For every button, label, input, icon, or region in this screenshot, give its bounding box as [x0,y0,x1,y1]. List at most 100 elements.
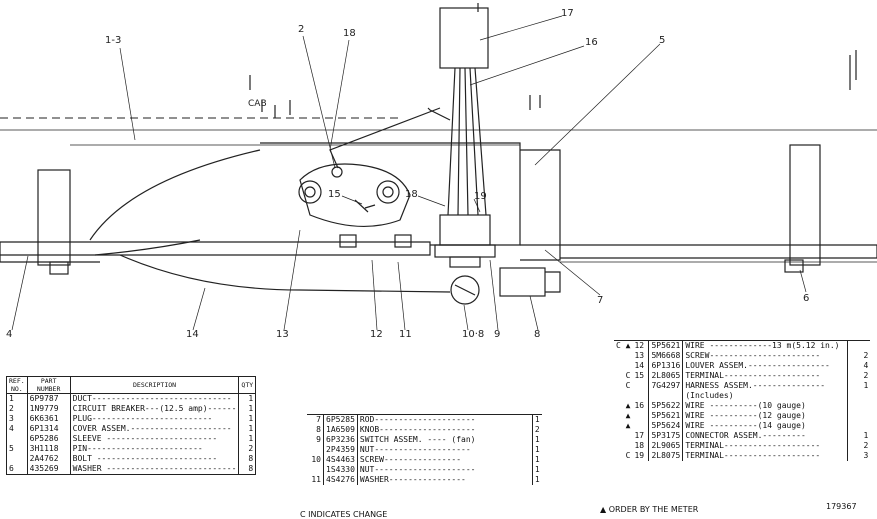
callout-18-mid: 18 [405,189,418,200]
change-mark-cell [614,441,632,451]
part-number-cell: 4S4276 [323,475,358,485]
callout-17: 17 [561,8,574,19]
part-number-cell: 5P5622 [648,401,684,411]
callout-8: 8 [534,329,541,340]
description-cell: COVER ASSEM.--------------------- [70,424,240,434]
description-cell: KNOB-------------------- [357,425,533,435]
description-cell: TERMINAL-------------------- [682,451,849,461]
ref-no-cell: 14 [632,361,650,371]
ref-no-cell [6,434,28,444]
callout-1-3: 1-3 [105,35,122,46]
part-number-cell: 6K6361 [27,414,71,424]
part-number-cell: 1N9779 [27,404,71,414]
part-number-cell: 5P5624 [648,421,684,431]
description-cell: SLEEVE ----------------------- [70,434,240,444]
ref-no-cell: 9 [307,435,324,445]
ref-no-cell: 3 [6,414,28,424]
callout-14: 14 [186,329,199,340]
figure-number: 179367 [826,502,857,511]
ref-no-cell: 7 [307,414,324,425]
ref-no-cell [632,391,650,401]
qty-cell: 1 [238,414,257,424]
callout-13: 13 [276,329,289,340]
description-cell: NUT--------------------- [357,465,533,475]
part-number-cell: 1A6509 [323,425,358,435]
part-number-cell: 2L9065 [648,441,684,451]
change-mark-cell: ▲ [625,401,631,410]
description-cell: LOUVER ASSEM.----------------- [682,361,849,371]
qty-cell: 1 [238,404,257,414]
part-number-cell: 6P5285 [323,414,358,425]
header-description: DESCRIPTION [70,376,240,394]
qty-cell: 1 [534,435,540,444]
qty-cell: 1 [863,431,869,440]
part-number-cell: 5P3175 [648,431,684,441]
part-number-cell: 6P1314 [27,424,71,434]
qty-cell: 8 [238,464,257,475]
qty-cell [848,401,871,411]
ref-no-cell: 1 [6,393,28,404]
part-number-cell: 435269 [27,464,71,475]
change-mark-cell: ▲ [625,411,631,420]
qty-cell: 1 [238,434,257,444]
description-cell: PLUG------------------------- [70,414,240,424]
qty-cell [848,391,871,401]
description-cell: BOLT ------------------------- [70,454,240,464]
qty-cell: 1 [534,455,540,464]
part-number-cell: 6P3236 [323,435,358,445]
ref-no-cell: 13 [632,351,650,361]
change-mark-cell: ▲ [625,421,631,430]
description-cell: SCREW----------------------- [682,351,849,361]
qty-cell: 1 [534,445,540,454]
qty-cell: 2 [238,444,257,454]
part-number-cell: 7G4297 [648,381,684,391]
header-ref-no: REF. NO. [6,376,28,394]
ref-no-cell: 10 [307,455,324,465]
part-number-cell: 6P9787 [27,393,71,404]
callout-6: 6 [803,293,810,304]
part-number-cell [648,391,684,401]
qty-cell: 2 [863,351,869,360]
part-number-cell: 2L8075 [648,451,684,461]
qty-cell: 2 [863,441,869,450]
part-number-cell: 6P1316 [648,361,684,371]
qty-cell: 1 [238,424,257,434]
cab-label: CAB [248,99,267,109]
part-number-cell: 1S4330 [323,465,358,475]
change-mark-cell [614,351,632,361]
qty-cell [848,421,871,431]
description-cell: WIRE ----------(10 gauge) [682,401,849,411]
description-cell: SCREW---------------- [357,455,533,465]
callout-5: 5 [659,35,666,46]
ref-no-cell: 6 [6,464,28,475]
qty-cell: 2 [863,371,869,380]
qty-cell: 3 [863,451,869,460]
ref-no-cell [632,381,650,391]
ref-no-cell: 15 [632,371,650,381]
ref-no-cell: 5 [6,444,28,454]
table-header-row: REF. NO. PART NUMBER DESCRIPTION QTY [6,376,257,394]
change-mark-cell: C [625,381,631,390]
qty-cell: 1 [534,415,540,424]
part-number-cell: 5P5621 [648,411,684,421]
